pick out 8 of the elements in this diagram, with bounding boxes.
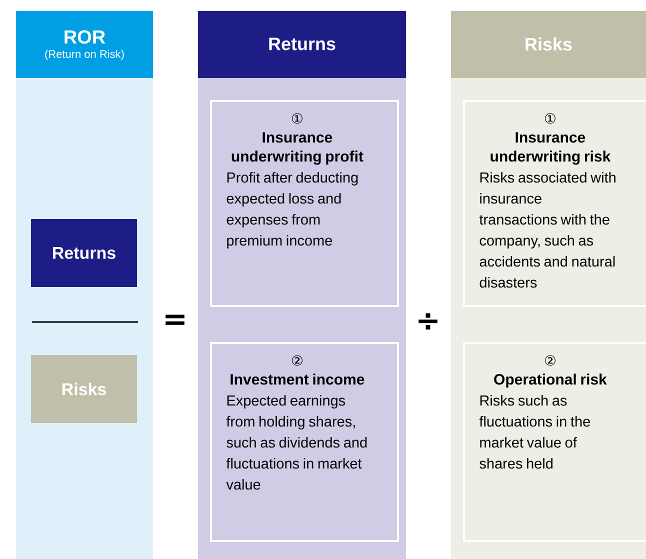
description-card: ② Operational risk Risks such as fluctuations in the market value of shares held [463, 342, 646, 542]
description-card: ② Investment income Expected earnings from holding shares, such as dividends and fluctuations in market value [210, 342, 399, 542]
operator-sign: ÷ [418, 313, 438, 330]
term-box: Returns [31, 219, 137, 287]
term-box: Risks [31, 355, 137, 423]
description-card: ① Insurance underwriting risk Risks associated with insurance transactions with the company, such as accidents and natural disasters [463, 100, 646, 307]
description-card: ① Insurance underwriting profit Profit after deducting expected loss and expenses from premium income [210, 100, 399, 307]
operator-sign: = [166, 314, 184, 325]
